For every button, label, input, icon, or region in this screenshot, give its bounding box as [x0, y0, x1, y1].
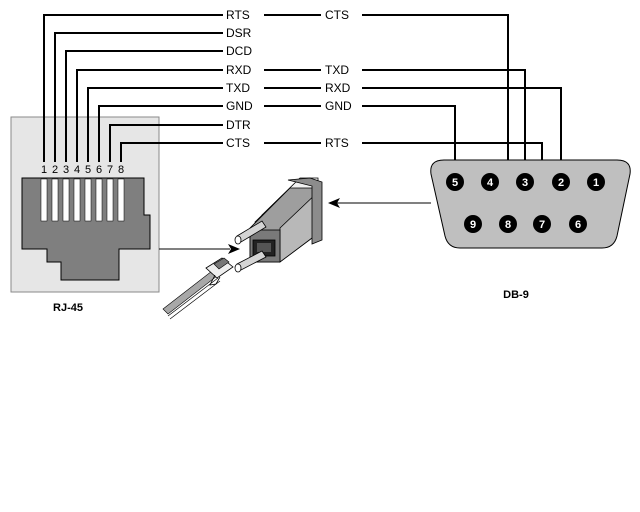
rj45-signal-labels: RTS DSR DCD RXD TXD GND DTR CTS	[226, 8, 253, 150]
rj45-contacts	[40, 178, 125, 222]
db9-pin-6	[569, 215, 587, 233]
db9-pin-2	[552, 173, 570, 191]
rj45-contact-4	[73, 178, 81, 222]
db9-signal-label: TXD	[325, 63, 349, 77]
rj45-signal-label: CTS	[226, 136, 250, 150]
wire-rj45-pin-3	[65, 50, 223, 162]
db9-pin-number: 2	[558, 177, 564, 189]
db9-pin-9	[464, 215, 482, 233]
wire-db9-pin-2	[362, 87, 562, 182]
rj45-contact-6	[95, 178, 103, 222]
db9-caption: DB-9	[503, 289, 529, 301]
rj45-contact-1	[40, 178, 48, 222]
rj45-pin-number: 1	[41, 164, 47, 176]
db9-pin-8	[499, 215, 517, 233]
db9-pin-4	[481, 173, 499, 191]
rj45-pin-number: 2	[52, 164, 58, 176]
db9-pin-1	[587, 173, 605, 191]
wire-db9-pin-8	[362, 14, 509, 224]
db9-signal-labels: CTS TXD RXD GND RTS	[325, 8, 352, 150]
db9-pin-number: 3	[522, 177, 528, 189]
rj45-contact-5	[84, 178, 92, 222]
rj45-contact-3	[62, 178, 70, 222]
db9-pin-number: 5	[452, 177, 458, 189]
rj45-caption: RJ-45	[53, 302, 83, 314]
rj45-signal-label: RTS	[226, 8, 250, 22]
db9-connector: 1 2 3 4 5 6 7 8 9 DB-9	[430, 159, 631, 301]
wire-rj45-pin-2	[54, 32, 223, 162]
db9-pin-number: 7	[539, 219, 545, 231]
wire-rj45-pin-8	[120, 142, 223, 162]
rj45-signal-label: DSR	[226, 26, 252, 40]
rj45-contact-2	[51, 178, 59, 222]
db9-rj45-adapter	[234, 177, 323, 273]
arrowhead-icon	[328, 198, 340, 208]
rj45-pin-number: 4	[74, 164, 80, 176]
adapter-illustration	[159, 177, 431, 320]
db9-signal-label: CTS	[325, 8, 349, 22]
db9-pin-7	[533, 215, 551, 233]
rj45-signal-label: TXD	[226, 81, 250, 95]
rj45-signal-label: GND	[226, 99, 253, 113]
db9-pin-number: 8	[505, 219, 511, 231]
db9-signal-label: GND	[325, 99, 352, 113]
db9-pins: 1 2 3 4 5 6 7 8 9	[446, 173, 605, 233]
wire-rj45-pin-1	[43, 14, 223, 162]
arrowhead-icon	[228, 244, 240, 254]
rj45-signal-label: RXD	[226, 63, 252, 77]
wire-rj45-pin-5	[87, 87, 223, 162]
db9-pin-number: 1	[593, 177, 599, 189]
rj45-pin-number: 8	[118, 164, 124, 176]
rj45-pin-number: 3	[63, 164, 69, 176]
rj45-pin-number: 7	[107, 164, 113, 176]
db9-pin-3	[516, 173, 534, 191]
db9-signal-label: RTS	[325, 136, 349, 150]
db9-pin-number: 4	[487, 177, 494, 189]
rj45-signal-label: DTR	[226, 118, 251, 132]
rj45-pin-number: 6	[96, 164, 102, 176]
rj45-contact-8	[117, 178, 125, 222]
db9-pin-number: 6	[575, 219, 581, 231]
db9-pin-number: 9	[470, 219, 476, 231]
wire-rj45-pin-7	[109, 124, 223, 162]
db9-pin-5	[446, 173, 464, 191]
rj45-signal-label: DCD	[226, 44, 252, 58]
wire-db9-pin-5	[362, 105, 456, 182]
rj45-contact-7	[106, 178, 114, 222]
wire-rj45-pin-6	[98, 105, 223, 162]
db9-shell	[430, 159, 631, 249]
cable	[162, 270, 218, 315]
rj45-plug-cable	[162, 257, 234, 320]
db9-signal-label: RXD	[325, 81, 351, 95]
wire-db9-pin-3	[362, 69, 526, 182]
wire-rj45-pin-4	[76, 69, 223, 162]
rj45-pin-number: 5	[85, 164, 91, 176]
